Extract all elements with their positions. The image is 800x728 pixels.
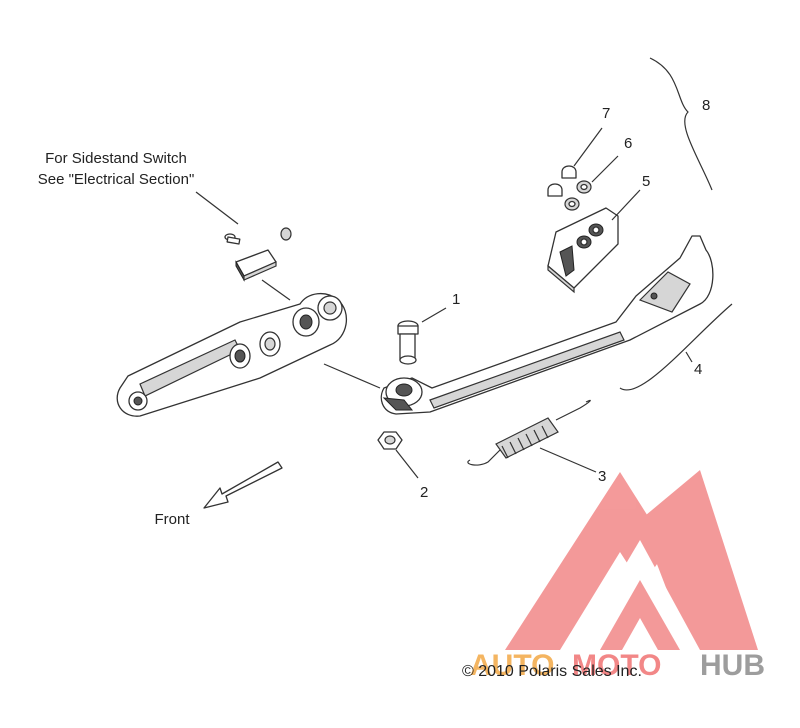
bracket-leader bbox=[323, 363, 381, 389]
switch-nut bbox=[280, 227, 292, 241]
callout-6-leader bbox=[591, 155, 619, 183]
callout-7: 7 bbox=[602, 105, 610, 122]
watermark-word-auto: AUTO bbox=[470, 649, 554, 682]
callout-5: 5 bbox=[642, 173, 650, 190]
callout-6: 6 bbox=[624, 135, 632, 152]
watermark-logo bbox=[505, 470, 758, 650]
switch-note-line1: For Sidestand Switch bbox=[45, 150, 187, 167]
copyright-text: © 2010 Polaris Sales Inc. bbox=[462, 663, 642, 680]
watermark-word-hub: HUB bbox=[700, 649, 765, 682]
callout-5-leader bbox=[611, 189, 641, 221]
pad-cap-nuts bbox=[547, 165, 577, 197]
pivot-nut bbox=[377, 431, 403, 450]
return-spring bbox=[467, 399, 591, 466]
watermark-word-moto: MOTO bbox=[572, 649, 661, 682]
pad-washers bbox=[564, 180, 592, 211]
callout-4: 4 bbox=[694, 361, 702, 378]
sidestand-switch bbox=[235, 249, 277, 282]
callout-3-leader bbox=[539, 447, 597, 473]
switch-mount-leader bbox=[261, 279, 291, 301]
callout-3: 3 bbox=[598, 468, 606, 485]
callout-1: 1 bbox=[452, 291, 460, 308]
stand-pad bbox=[547, 207, 619, 294]
pivot-bolt bbox=[397, 320, 419, 365]
callout-2-leader bbox=[395, 449, 419, 479]
callout-2: 2 bbox=[420, 484, 428, 501]
mounting-bracket bbox=[116, 293, 348, 417]
callout-4-leader bbox=[685, 351, 693, 363]
sidestand-leg bbox=[380, 235, 714, 415]
switch-note-line2: See "Electrical Section" bbox=[38, 171, 195, 188]
callout-8-bracket bbox=[649, 57, 713, 191]
switch-note-leader bbox=[195, 191, 239, 225]
callout-1-leader bbox=[421, 307, 447, 323]
front-label: Front bbox=[154, 511, 190, 528]
callout-7-leader bbox=[573, 127, 603, 167]
callout-8: 8 bbox=[702, 97, 710, 114]
switch-screw bbox=[224, 233, 241, 245]
front-arrow-icon bbox=[203, 461, 283, 509]
callout-4-bracket bbox=[619, 303, 733, 391]
